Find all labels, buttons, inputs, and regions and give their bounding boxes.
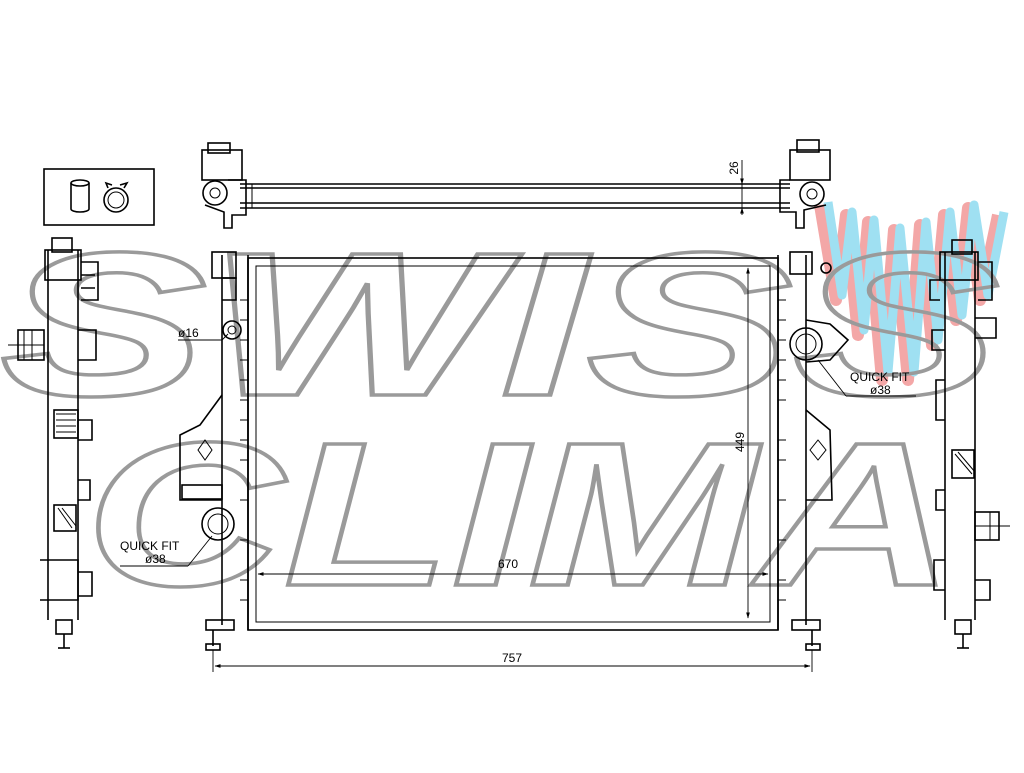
left-quick-fit-callout: QUICK FIT ø38 — [120, 535, 213, 567]
dimension-label-26: 26 — [727, 161, 741, 175]
small-port-label: ø16 — [178, 326, 199, 340]
right-side-outlet-fitting — [974, 511, 1010, 541]
dimension-tube-height: 26 — [727, 160, 744, 215]
brand-watermark: SWISS CLIMA — [0, 200, 1009, 631]
right-tank — [777, 251, 850, 651]
watermark-color-stripes — [814, 200, 1009, 386]
small-port-circle — [222, 320, 242, 340]
right-quick-fit-circle — [789, 327, 823, 361]
right-quick-fit-callout: QUICK FIT ø38 — [817, 359, 916, 397]
left-side-view — [8, 237, 99, 649]
left-quick-fit-circle — [201, 507, 235, 541]
right-quick-fit-label-1: QUICK FIT — [850, 370, 910, 384]
dimension-core-height: 449 — [733, 267, 750, 619]
top-right-tank-fitting — [779, 139, 831, 229]
watermark-line-2: CLIMA — [85, 400, 955, 629]
cylinder-icon — [70, 179, 90, 213]
top-left-tank-fitting — [201, 142, 253, 229]
clip-ring-icon — [103, 181, 129, 213]
dimension-label-670: 670 — [498, 557, 518, 571]
accessories-box — [43, 168, 155, 226]
right-quick-fit-label-2: ø38 — [870, 383, 891, 397]
dimension-label-757: 757 — [502, 651, 522, 665]
watermark-line-1: SWISS — [0, 210, 1000, 439]
top-view: 26 — [201, 139, 831, 229]
dimension-total-width: 757 — [212, 650, 813, 672]
front-view: ø16 QUICK FIT ø38 QUICK FIT ø38 449 670 — [120, 251, 916, 672]
left-quick-fit-label-2: ø38 — [145, 552, 166, 566]
right-side-view — [929, 239, 1010, 649]
left-quick-fit-label-1: QUICK FIT — [120, 539, 180, 553]
dimension-core-width: 670 — [257, 557, 769, 576]
small-port-callout: ø16 — [178, 326, 229, 341]
left-side-inlet-fitting — [8, 329, 45, 361]
dimension-label-449: 449 — [733, 432, 747, 452]
left-tank — [179, 251, 249, 651]
